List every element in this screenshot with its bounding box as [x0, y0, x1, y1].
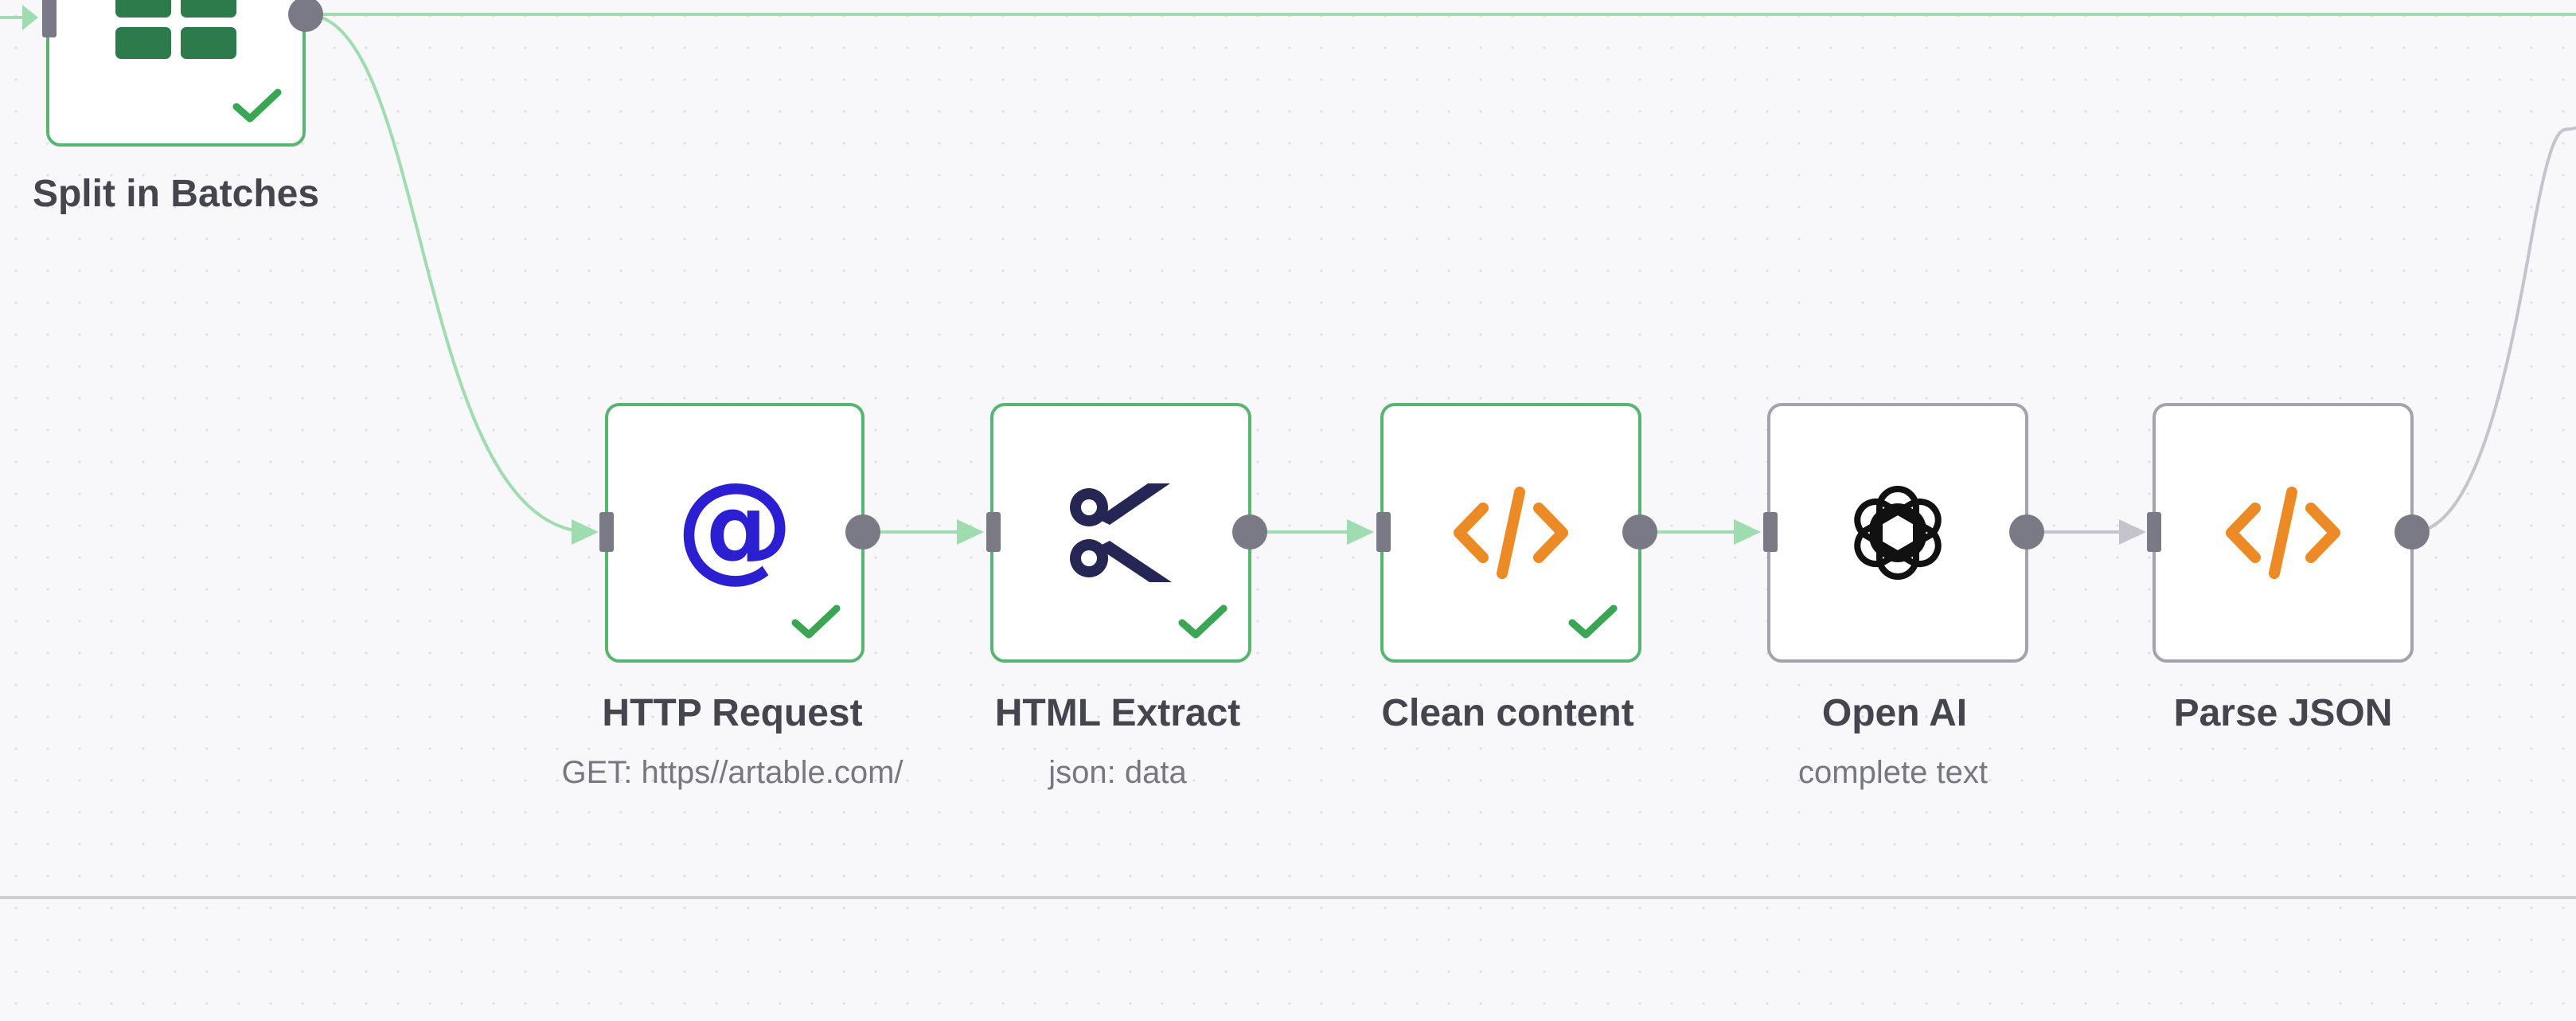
node-label-parse-json: Parse JSON — [2173, 692, 2393, 734]
node-clean-content[interactable] — [1380, 403, 1641, 663]
edge-arrow-html-extract — [957, 519, 984, 545]
output-port-http-request[interactable] — [845, 514, 880, 550]
success-check-icon — [1568, 604, 1618, 639]
input-port-parse-json[interactable] — [2147, 512, 2161, 552]
success-check-icon — [791, 604, 841, 639]
output-port-split-in-batches[interactable] — [288, 0, 323, 32]
node-label-open-ai: Open AI — [1821, 692, 1968, 734]
input-port-clean-content[interactable] — [1376, 512, 1391, 552]
edge-arrow-parse-json — [2119, 519, 2146, 545]
input-port-open-ai[interactable] — [1763, 512, 1778, 552]
output-port-html-extract[interactable] — [1232, 514, 1267, 550]
code-icon — [2226, 487, 2340, 579]
svg-text:@: @ — [679, 477, 790, 589]
success-check-icon — [1178, 604, 1228, 639]
success-check-icon — [232, 88, 282, 123]
node-label-clean-content: Clean content — [1381, 692, 1634, 734]
input-port-split-in-batches[interactable] — [42, 0, 57, 37]
output-port-parse-json[interactable] — [2395, 514, 2430, 550]
node-subtitle-html-extract: json: data — [1048, 755, 1187, 790]
node-parse-json[interactable] — [2153, 403, 2414, 663]
node-subtitle-open-ai: complete text — [1798, 755, 1988, 790]
at-sign-icon: @ — [679, 477, 790, 589]
node-http-request[interactable]: @ — [605, 403, 865, 663]
output-port-open-ai[interactable] — [2009, 514, 2044, 550]
edge-split-to-http-request[interactable] — [305, 13, 591, 534]
edge-arrow-clean-content — [1347, 519, 1374, 545]
grid-icon — [115, 0, 236, 59]
node-label-split-in-batches: Split in Batches — [32, 173, 320, 215]
node-label-html-extract: HTML Extract — [994, 692, 1241, 734]
input-port-html-extract[interactable] — [986, 512, 1001, 552]
edge-arrow-http-request — [572, 519, 599, 545]
node-subtitle-http-request: GET: https//artable.com/ — [561, 755, 904, 790]
code-icon — [1454, 487, 1568, 579]
input-port-http-request[interactable] — [599, 512, 614, 552]
output-port-clean-content[interactable] — [1622, 514, 1657, 550]
canvas-divider — [0, 896, 2576, 899]
scissors-icon — [1070, 483, 1172, 582]
openai-icon — [1854, 486, 1942, 580]
node-html-extract[interactable] — [990, 403, 1251, 663]
edge-arrow-open-ai — [1734, 519, 1761, 545]
edge-arrow-split-in-batches — [22, 5, 38, 30]
edge-parse-json-loop[interactable] — [2411, 126, 2576, 534]
node-split-in-batches[interactable] — [46, 0, 306, 147]
node-open-ai[interactable] — [1767, 403, 2028, 663]
node-label-http-request: HTTP Request — [602, 692, 863, 734]
